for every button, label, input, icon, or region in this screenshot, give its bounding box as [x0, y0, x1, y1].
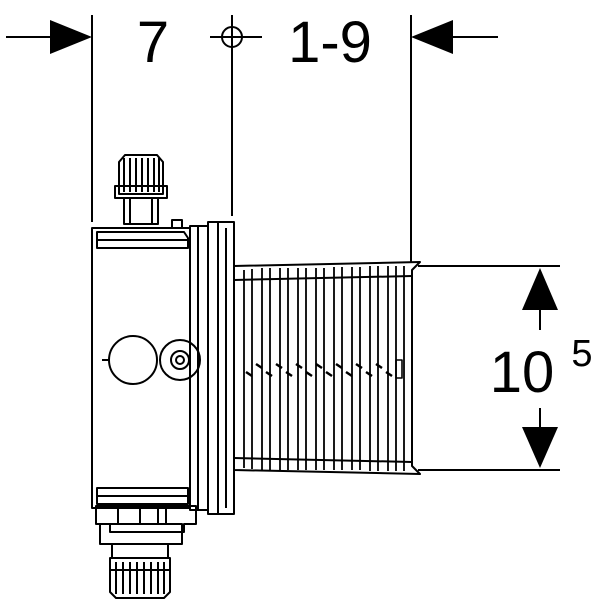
down-arrow [522, 427, 558, 468]
bottom-connector [95, 505, 197, 599]
bottom-thread [109, 557, 171, 599]
dimension-label-1-9: 1-9 [288, 10, 372, 75]
top-thread [118, 154, 164, 195]
extension-sleeve [233, 261, 421, 475]
dimension-label-superscript-5: 5 [571, 333, 592, 375]
sleeve-outline [233, 261, 421, 475]
dimension-label-10: 10 [490, 340, 555, 405]
right-pointing-arrow [50, 20, 92, 54]
dimension-label-7: 7 [137, 10, 169, 75]
sleeve-ribs [243, 266, 405, 471]
top-dimension [6, 15, 498, 262]
bottom-lip [96, 487, 189, 505]
left-pointing-arrow [411, 20, 453, 54]
flange-plate [207, 221, 235, 515]
port-opening-small-inner [170, 350, 190, 370]
cut-marks [245, 362, 393, 378]
port-opening-small [159, 339, 201, 381]
top-lip [96, 231, 189, 249]
up-arrow [522, 268, 558, 310]
right-dimension [418, 265, 560, 471]
box-housing [91, 225, 209, 511]
port-opening-large [108, 335, 158, 385]
mounting-flange [207, 221, 235, 515]
top-connector [114, 154, 183, 229]
